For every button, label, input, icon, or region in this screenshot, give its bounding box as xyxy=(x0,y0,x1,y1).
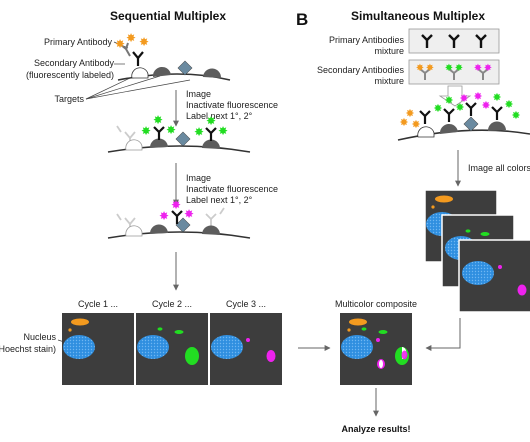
svg-text:✸: ✸ xyxy=(115,37,125,51)
svg-text:✸: ✸ xyxy=(184,207,194,221)
mixture-down-arrow xyxy=(438,85,472,107)
step1-line3: Label next 1°, 2° xyxy=(186,111,253,121)
image-all-label: Image all colors xyxy=(468,163,530,173)
secondary-antibodies-box: ✸ ✸ ✸ ✸ ✸ ✸ xyxy=(408,59,500,85)
svg-text:✸: ✸ xyxy=(153,113,163,127)
composite-tile xyxy=(340,313,412,385)
svg-text:✸: ✸ xyxy=(194,125,204,139)
nucleus-label: Nucleus xyxy=(23,332,56,342)
svg-text:✸: ✸ xyxy=(206,114,216,128)
label-secondary-antibody-sub: (fluorescently labeled) xyxy=(26,70,114,80)
step1-line2: Inactivate fluorescence xyxy=(186,100,278,110)
label-secondary-antibody: Secondary Antibody xyxy=(34,58,115,68)
primary-mix-label-sub: mixture xyxy=(374,46,404,56)
svg-text:✸: ✸ xyxy=(511,110,520,122)
label-primary-antibody: Primary Antibody xyxy=(44,37,113,47)
svg-text:✸: ✸ xyxy=(405,108,414,120)
svg-text:✸: ✸ xyxy=(171,198,181,212)
cycle-3-label: Cycle 3 ... xyxy=(226,299,266,309)
membrane-panel-b: ✸ ✸ ✸ ✸ ✸ ✸ ✸ ✸ ✸ ✸ ✸ ✸ xyxy=(397,91,530,141)
svg-text:✸: ✸ xyxy=(166,123,176,137)
cycle-1-tile xyxy=(62,313,134,385)
svg-text:✸: ✸ xyxy=(481,100,490,112)
stacked-tile-3 xyxy=(458,239,530,313)
membrane-stage-2: ✸ ✸ ✸ ✸ ✸ ✸ xyxy=(107,113,251,153)
secondary-mix-label: Secondary Antibodies xyxy=(317,65,405,75)
panel-b-title: Simultaneous Multiplex xyxy=(351,9,485,23)
svg-text:✸: ✸ xyxy=(455,63,463,74)
cycle-2-label: Cycle 2 ... xyxy=(152,299,192,309)
svg-text:✸: ✸ xyxy=(459,93,468,105)
svg-text:✸: ✸ xyxy=(444,95,453,107)
cycle-3-tile xyxy=(210,313,282,385)
nucleus-label-sub: (Hoechst stain) xyxy=(0,344,56,354)
secondary-mix-label-sub: mixture xyxy=(374,76,404,86)
svg-text:✸: ✸ xyxy=(433,103,442,115)
svg-text:✸: ✸ xyxy=(474,63,482,74)
svg-text:✸: ✸ xyxy=(426,63,434,74)
svg-text:✸: ✸ xyxy=(416,63,424,74)
svg-text:✸: ✸ xyxy=(455,102,464,114)
svg-text:✸: ✸ xyxy=(126,31,136,45)
primary-mix-label: Primary Antibodies xyxy=(329,35,405,45)
step1-line1: Image xyxy=(186,89,211,99)
svg-text:✸: ✸ xyxy=(484,63,492,74)
arrow-stack-to-composite xyxy=(425,318,461,351)
step2-line1: Image xyxy=(186,173,211,183)
cycle-2-tile xyxy=(136,313,208,385)
step2-line2: Inactivate fluorescence xyxy=(186,184,278,194)
svg-text:✸: ✸ xyxy=(159,209,169,223)
svg-text:✸: ✸ xyxy=(411,119,420,131)
primary-antibodies-box xyxy=(408,28,500,54)
leader-lines xyxy=(85,41,191,100)
svg-text:✸: ✸ xyxy=(445,63,453,74)
analyze-label: Analyze results! xyxy=(341,424,410,434)
svg-text:✸: ✸ xyxy=(399,117,408,129)
membrane-stage-3: ✸ ✸ ✸ xyxy=(107,198,251,239)
svg-text:✸: ✸ xyxy=(141,124,151,138)
svg-text:✸: ✸ xyxy=(504,99,513,111)
composite-label: Multicolor composite xyxy=(335,299,417,309)
panel-b-letter: B xyxy=(296,10,308,29)
svg-text:✸: ✸ xyxy=(492,92,501,104)
svg-text:✸: ✸ xyxy=(218,124,228,138)
svg-text:✸: ✸ xyxy=(473,91,482,103)
membrane-stage-1: ✸ ✸ ✸ xyxy=(115,31,231,81)
cycle-1-label: Cycle 1 ... xyxy=(78,299,118,309)
svg-text:✸: ✸ xyxy=(139,35,149,49)
step2-line3: Label next 1°, 2° xyxy=(186,195,253,205)
label-targets: Targets xyxy=(54,94,84,104)
panel-a-title: Sequential Multiplex xyxy=(110,9,226,23)
